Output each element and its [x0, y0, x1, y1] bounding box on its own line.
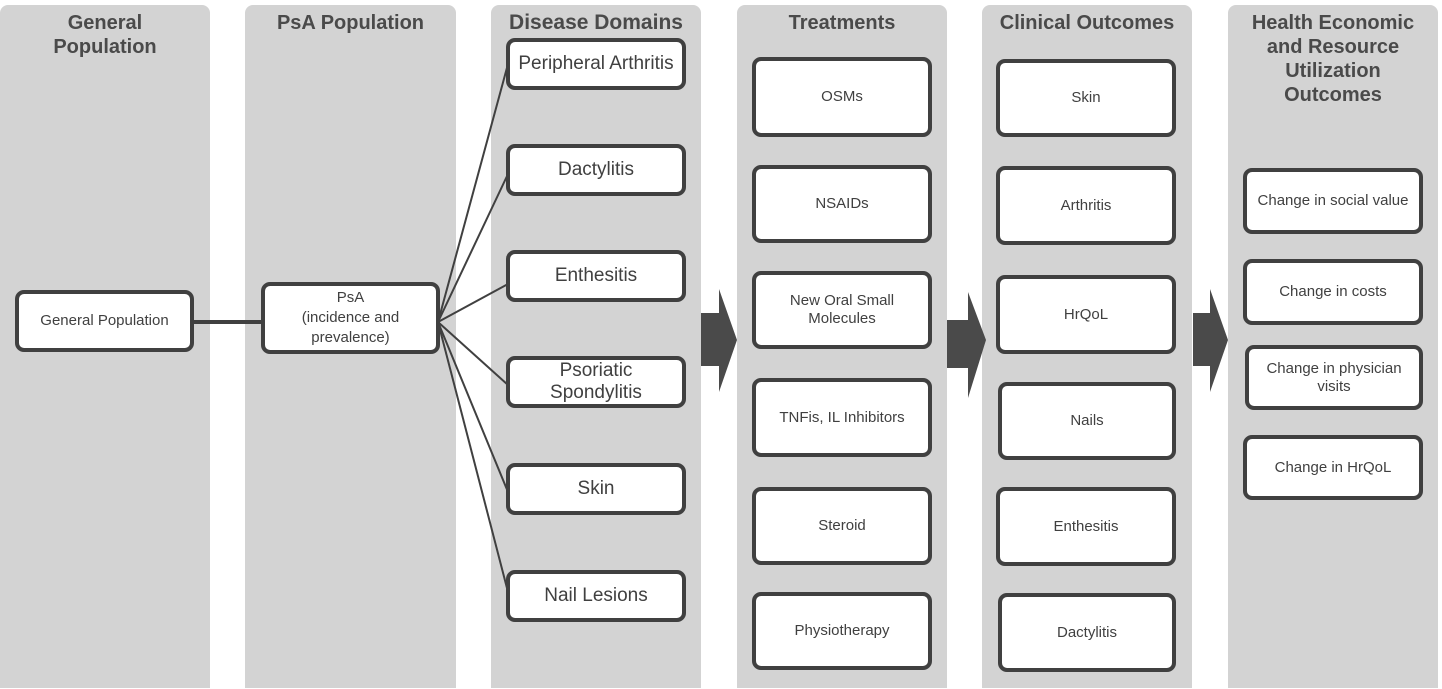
box-treatment-physiotherapy: Physiotherapy [752, 592, 932, 670]
column-title: Clinical Outcomes [999, 12, 1175, 34]
box-disease-enthesitis: Enthesitis [506, 250, 686, 302]
column-title: Treatments [788, 12, 896, 34]
box-disease-nail-lesions: Nail Lesions [506, 570, 686, 622]
arrow-treatments-to-outcomes [947, 292, 986, 398]
box-treatment-osms: OSMs [752, 57, 932, 137]
box-treatment-steroid: Steroid [752, 487, 932, 565]
box-outcome-hrqol: HrQoL [996, 275, 1176, 354]
box-treatment-tnfis-il-inhibitors: TNFis, IL Inhibitors [752, 378, 932, 457]
box-outcome-enthesitis: Enthesitis [996, 487, 1176, 566]
box-outcome-dactylitis: Dactylitis [998, 593, 1176, 672]
box-psa-population: PsA (incidence and prevalence) [261, 282, 440, 354]
box-treatment-nsaids: NSAIDs [752, 165, 932, 243]
box-disease-psoriatic-spondylitis: Psoriatic Spondylitis [506, 356, 686, 408]
box-general-population: General Population [15, 290, 194, 352]
box-outcome-nails: Nails [998, 382, 1176, 460]
box-economic-costs: Change in costs [1243, 259, 1423, 325]
box-outcome-skin: Skin [996, 59, 1176, 137]
box-disease-dactylitis: Dactylitis [506, 144, 686, 196]
column-title: Disease Domains [509, 11, 683, 34]
column-title: PsA Population [276, 12, 425, 34]
column-title: Health Economic and Resource Utilization… [1251, 12, 1415, 106]
box-disease-peripheral-arthritis: Peripheral Arthritis [506, 38, 686, 90]
arrow-outcomes-to-economic [1193, 289, 1228, 392]
box-economic-hrqol: Change in HrQoL [1243, 435, 1423, 500]
box-economic-social-value: Change in social value [1243, 168, 1423, 234]
column-title: General Population [53, 12, 157, 58]
box-disease-skin: Skin [506, 463, 686, 515]
box-treatment-new-oral-small-molecules: New Oral Small Molecules [752, 271, 932, 349]
arrow-domains-to-treatments [701, 289, 737, 392]
box-economic-physician-visits: Change in physician visits [1245, 345, 1423, 410]
box-outcome-arthritis: Arthritis [996, 166, 1176, 245]
